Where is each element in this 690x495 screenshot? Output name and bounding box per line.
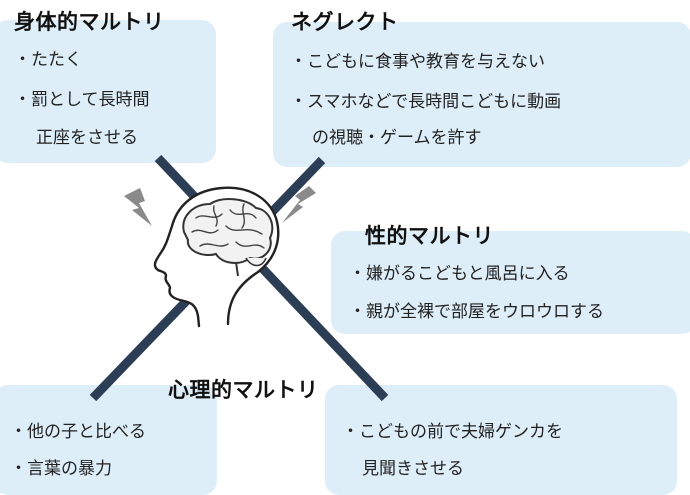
sexual-item: ・嫌がるこどもと風呂に入る: [349, 264, 570, 284]
sexual-item: ・親が全裸で部屋をウロウロする: [349, 302, 604, 322]
head-with-brain-icon: [153, 186, 280, 328]
psych-item: ・他の子と比べる: [10, 422, 146, 442]
sexual-box: [331, 231, 690, 334]
psych-item: ・言葉の暴力: [10, 459, 112, 479]
sexual-title: 性的マルトリ: [365, 224, 494, 248]
psych-left-box: [0, 385, 217, 495]
psych-item: 見聞きさせる: [362, 459, 464, 479]
neglect-title: ネグレクト: [291, 10, 399, 34]
physical-box: [0, 20, 216, 163]
neglect-item: ・スマホなどで長時間こどもに動画: [290, 92, 562, 112]
neglect-box: [273, 22, 690, 167]
physical-item: ・罰として長時間: [14, 90, 150, 110]
physical-item: ・たたく: [14, 50, 82, 70]
physical-item: 正座をさせる: [36, 128, 138, 148]
psych-item: ・こどもの前で夫婦ゲンカを: [342, 422, 563, 442]
physical-title: 身体的マルトリ: [14, 10, 165, 34]
psych-title: 心理的マルトリ: [168, 378, 319, 402]
neglect-item: ・こどもに食事や教育を与えない: [290, 52, 545, 72]
brain-shape: [182, 198, 274, 264]
lightning-bolt-icon: [124, 188, 152, 226]
psych-right-box: [325, 385, 677, 495]
lightning-bolt-icon: [282, 186, 316, 223]
neglect-item: の視聴・ゲームを許す: [312, 128, 482, 148]
